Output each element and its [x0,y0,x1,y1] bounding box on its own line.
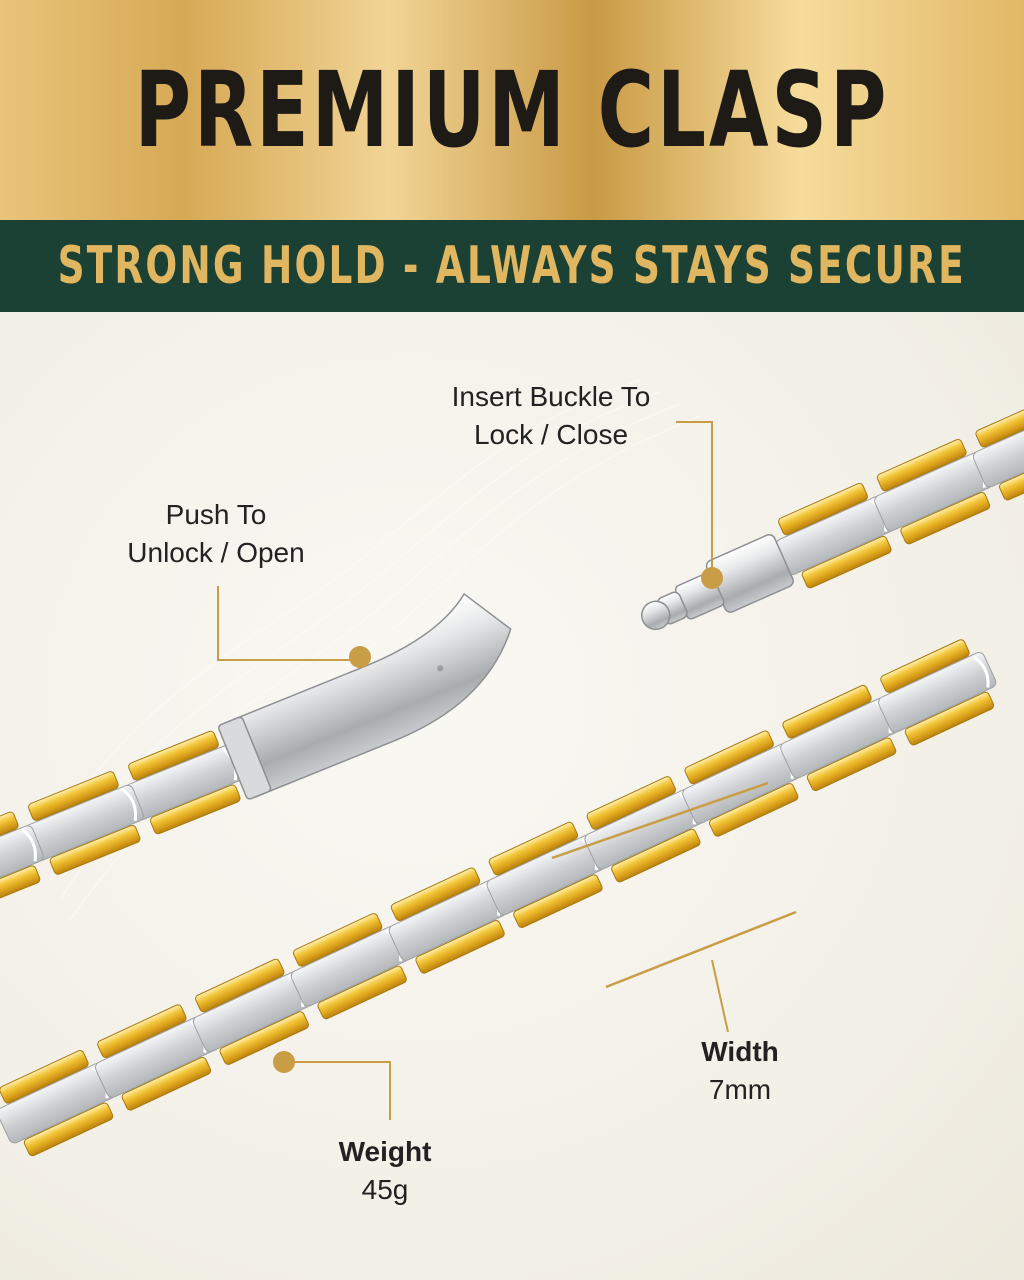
gold-link-plate [778,482,868,536]
gold-link-plate [0,811,19,862]
width-value: 7mm [708,1074,772,1105]
gold-link-plate [49,824,141,875]
push-callout-dot [349,646,371,668]
push-callout-line1: Push To [165,499,267,530]
gold-link-plate [586,776,676,830]
top-banner: PREMIUM CLASP [0,0,1024,220]
silver-link [972,408,1024,488]
insert-callout-dot [701,567,723,589]
silver-link [0,825,44,902]
page-subtitle: STRONG HOLD - ALWAYS STAYS SECURE [57,236,967,296]
gold-link-plate [219,1011,309,1065]
gold-link-plate [0,865,41,916]
gold-link-plate [121,1056,212,1111]
chain-links-main [0,639,997,1157]
gold-link-plate [900,492,991,545]
chain-links-right [775,395,1024,589]
gold-link-plate [195,958,285,1013]
subtitle-banner: STRONG HOLD - ALWAYS STAYS SECURE [0,220,1024,312]
weight-value: 45g [361,1174,409,1205]
gold-link-plate [876,439,967,492]
page-title: PREMIUM CLASP [134,49,890,171]
weight-callout-label: Weight 45g [310,1133,460,1209]
gold-link-plate [904,691,995,746]
gold-link-plate [806,737,897,792]
link-joint [121,788,138,821]
silver-link [878,652,997,733]
gold-link-plate [684,730,774,785]
push-callout-line2: Unlock / Open [127,537,305,568]
link-joint [972,655,990,688]
width-label: Width [701,1036,779,1067]
gold-link-plate [23,1102,114,1157]
insert-callout-line1: Insert Buckle To [451,381,651,412]
gold-link-plate [488,821,579,876]
gold-link-plate [149,784,241,835]
gold-link-plate [880,639,970,693]
insert-callout-label: Insert Buckle To Lock / Close [431,378,671,454]
bracelet-main [0,639,997,1157]
link-joint [21,828,37,862]
callout-dots [273,567,723,1073]
gold-link-plate [782,684,872,739]
chain-links-left [0,730,244,916]
gold-link-plate [97,1004,187,1058]
gold-link-plate [999,448,1024,501]
insert-callout-line2: Lock / Close [473,419,629,450]
push-callout-label: Push To Unlock / Open [106,496,326,572]
width-callout-label: Width 7mm [670,1033,810,1109]
tube-clasp [218,592,512,800]
gold-link-plate [801,535,892,589]
gold-link-plate [292,913,383,967]
weight-callout-dot [273,1051,295,1073]
gold-link-plate [128,730,219,781]
gold-link-plate [390,867,481,922]
gold-link-plate [415,920,505,974]
buckle-insert [641,533,794,631]
bracelet-end-left [0,592,512,916]
gold-link-plate [317,965,407,1020]
gold-link-plate [708,783,799,837]
width-indicator-lines [551,781,797,989]
gold-link-plate [0,1050,89,1104]
gold-link-plate [611,828,701,883]
bracelet-end-right [641,395,1024,631]
gold-link-plate [975,395,1024,448]
weight-label: Weight [338,1136,432,1167]
callout-leaders [217,421,729,1120]
gold-link-plate [28,771,119,821]
gold-link-plate [513,874,603,928]
